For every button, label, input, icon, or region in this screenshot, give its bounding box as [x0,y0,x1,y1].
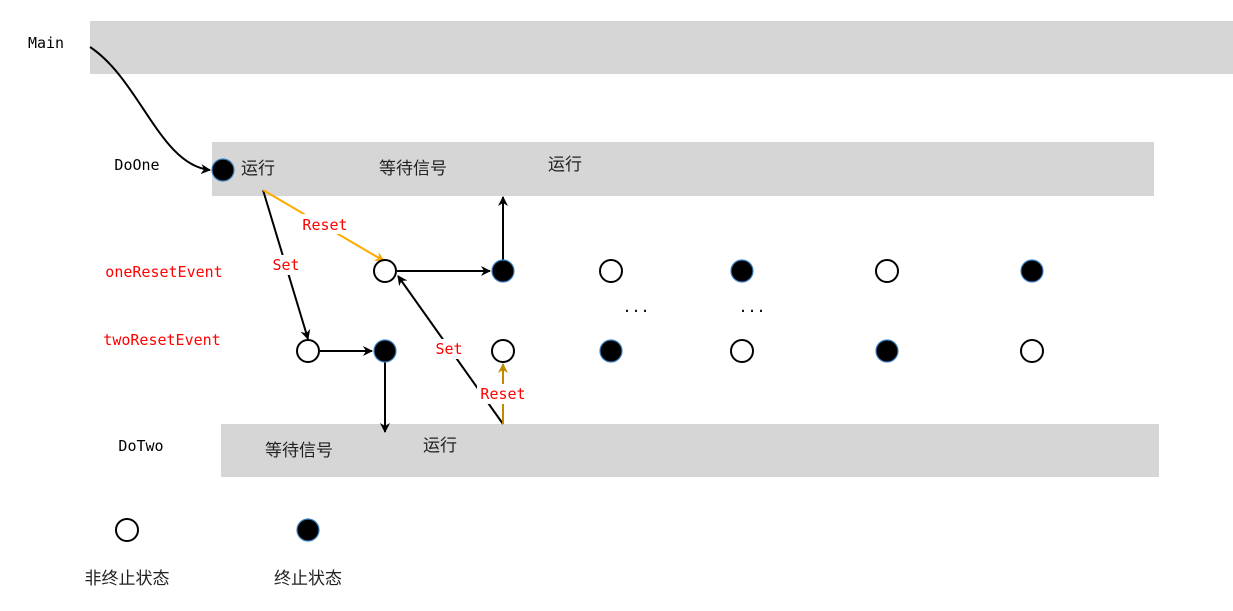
doone-state-wait: 等待信号 [379,159,447,179]
one-reset-event-label: oneResetEvent [105,263,222,281]
non-signaled-state [1020,339,1044,363]
doone-state-run: 运行 [241,159,275,179]
reset-two-label: Reset [480,385,525,403]
one-reset-event-states [373,259,1044,283]
non-signaled-state [491,339,515,363]
set-one-label: Set [435,340,462,358]
ellipsis-2: ... [738,298,765,316]
doone-state-run-2: 运行 [548,155,582,175]
main-label: Main [28,34,64,52]
non-signaled-state [599,259,623,283]
signaled-state [730,259,754,283]
set-two-label: Set [272,256,299,274]
doone-label: DoOne [114,156,159,174]
dotwo-thread-bar [221,424,1159,477]
legend-signaled-icon [296,518,320,542]
signaled-state [599,339,623,363]
dotwo-state-run: 运行 [423,436,457,456]
non-signaled-state [730,339,754,363]
dotwo-label: DoTwo [118,437,163,455]
non-signaled-state [373,259,397,283]
signaled-state [1020,259,1044,283]
reset-one-label: Reset [302,216,347,234]
legend-non-signaled-icon [115,518,139,542]
legend-non-signaled-label: 非终止状态 [85,569,170,589]
two-reset-event-label: twoResetEvent [103,331,220,349]
ellipsis-1: ... [622,298,649,316]
main-to-doone-arrow [89,46,211,175]
doone-thread-bar [212,142,1154,196]
signaled-state [875,339,899,363]
doone-start-signaled-state [211,158,235,182]
signaled-state [373,339,397,363]
non-signaled-state [875,259,899,283]
main-thread-bar [90,21,1233,74]
non-signaled-state [296,339,320,363]
two-reset-event-states [296,339,1044,363]
signaled-state [491,259,515,283]
legend-signaled-label: 终止状态 [274,569,342,589]
dotwo-state-wait: 等待信号 [265,441,333,461]
